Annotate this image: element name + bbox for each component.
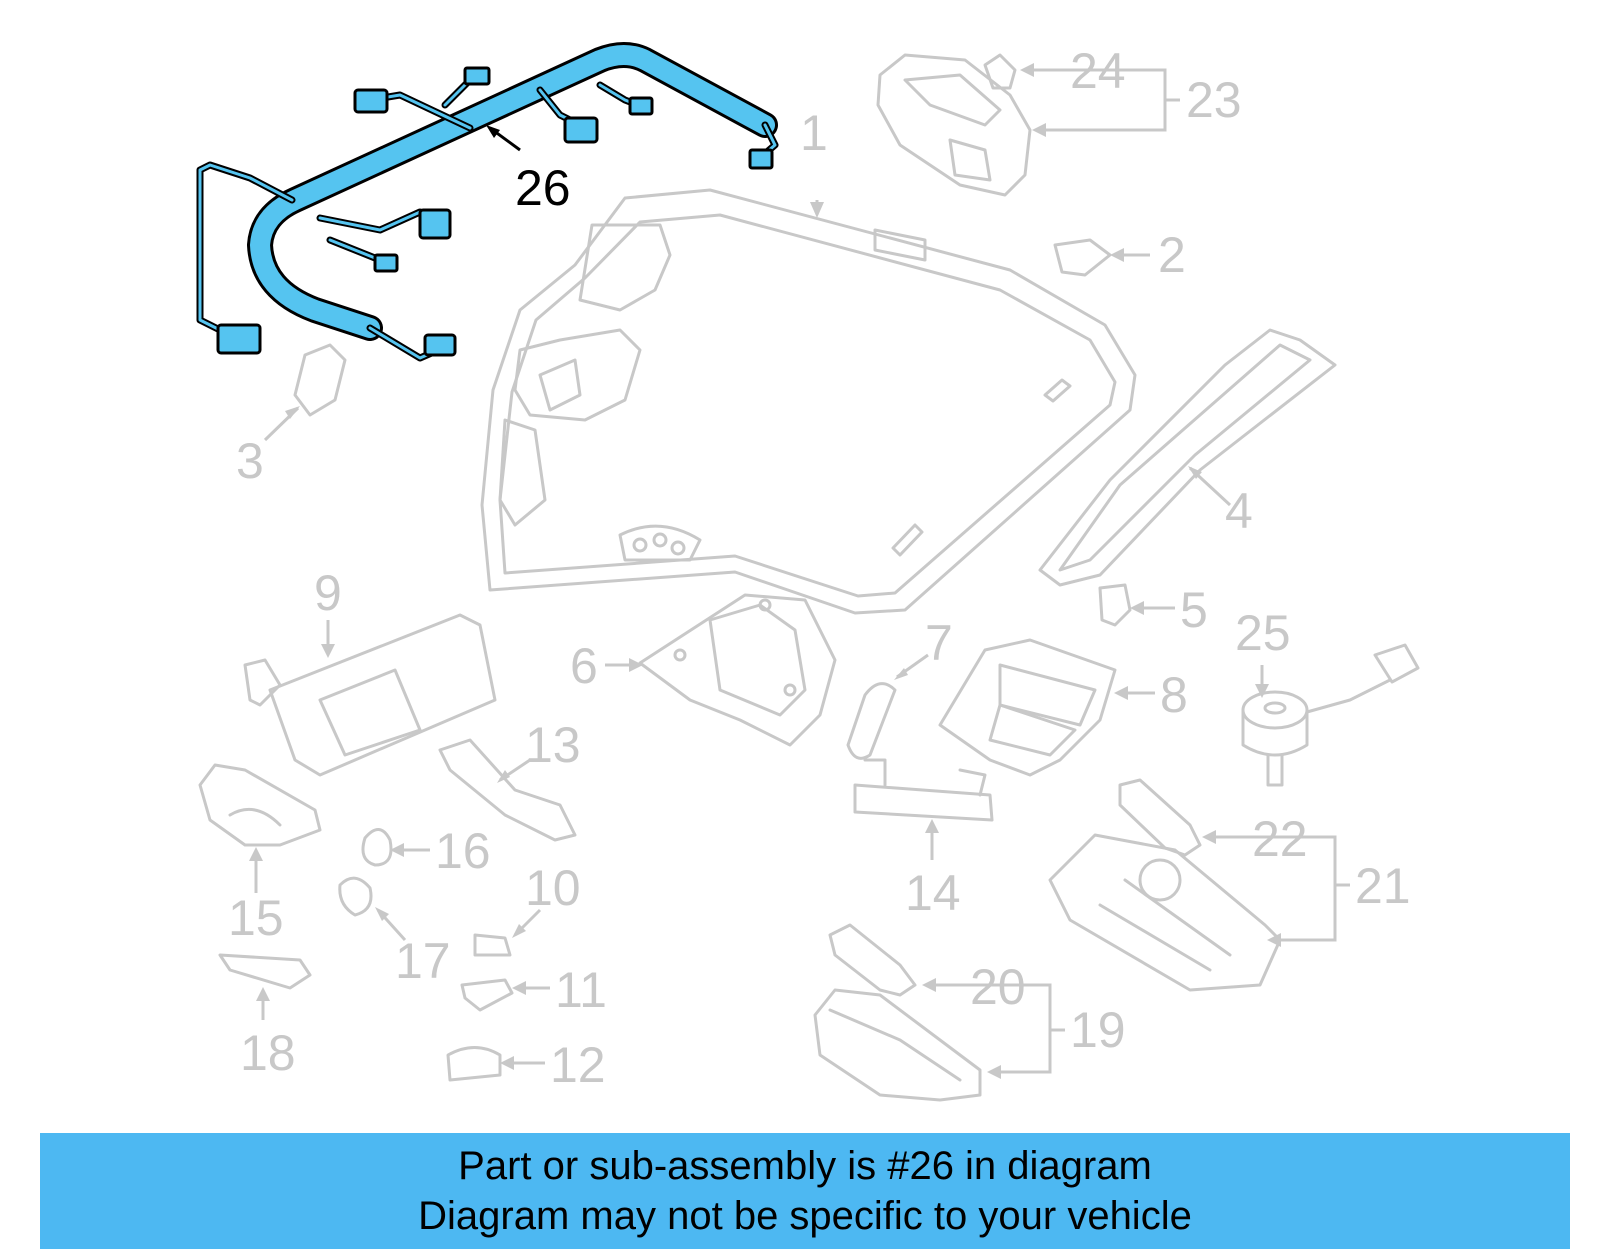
callout-8: 8 [1160, 667, 1188, 723]
part-20-bulb [828, 923, 917, 997]
part-13-grab-handle [438, 738, 577, 842]
callout-22: 22 [1252, 811, 1308, 867]
part-9-sun-visor [243, 613, 497, 777]
part-2-pad [1053, 238, 1112, 277]
part-21-overhead-console [1048, 833, 1282, 992]
part-24-bulb [983, 53, 1017, 90]
part-23-reading-lamp [876, 53, 1032, 197]
info-banner: Part or sub-assembly is #26 in diagram D… [40, 1133, 1570, 1249]
part-4-pillar-trim [1038, 328, 1337, 587]
part-16-grommet [361, 828, 393, 867]
callout-23: 23 [1186, 72, 1242, 128]
part-15-lamp-housing [198, 763, 322, 847]
part-22-bulb [1118, 778, 1202, 857]
callout-18: 18 [240, 1025, 296, 1081]
part-19-lamp-assembly [813, 988, 982, 1102]
callout-7: 7 [925, 615, 953, 671]
part-11-clip [460, 978, 514, 1012]
part-14-bracket [853, 758, 994, 822]
callout-20: 20 [970, 959, 1026, 1015]
part-3-bracket [293, 343, 347, 417]
callout-5: 5 [1180, 582, 1208, 638]
callout-13: 13 [525, 717, 581, 773]
callout-10: 10 [525, 860, 581, 916]
callout-12: 12 [550, 1037, 606, 1093]
callout-19: 19 [1070, 1002, 1126, 1058]
part-8-cover [938, 638, 1117, 777]
part-12-cap [446, 1046, 502, 1082]
part-10-clip [473, 933, 512, 957]
callout-16: 16 [435, 823, 491, 879]
part-headliner [480, 188, 1137, 615]
banner-line-1: Part or sub-assembly is #26 in diagram [458, 1144, 1152, 1188]
callout-1: 1 [800, 105, 828, 161]
callout-2: 2 [1158, 227, 1186, 283]
callout-15: 15 [228, 890, 284, 946]
callout-26: 26 [515, 160, 571, 216]
callout-21: 21 [1355, 858, 1411, 914]
callout-14: 14 [905, 865, 961, 921]
callout-11: 11 [555, 962, 607, 1018]
part-6-console-frame [638, 593, 837, 747]
callout-17: 17 [395, 933, 451, 989]
part-18-handle [218, 953, 312, 990]
callout-24: 24 [1070, 43, 1126, 99]
banner-line-2: Diagram may not be specific to your vehi… [418, 1194, 1192, 1238]
part-7-seal [846, 682, 897, 760]
callout-9: 9 [314, 565, 342, 621]
callout-4: 4 [1225, 483, 1253, 539]
callout-3: 3 [236, 433, 264, 489]
part-17-grommet [338, 876, 373, 917]
part-5-clip [1098, 583, 1132, 627]
part-25-sensor [1241, 643, 1420, 787]
part-26-wiring-harness [196, 42, 779, 362]
callout-6: 6 [570, 638, 598, 694]
callout-25: 25 [1235, 605, 1291, 661]
